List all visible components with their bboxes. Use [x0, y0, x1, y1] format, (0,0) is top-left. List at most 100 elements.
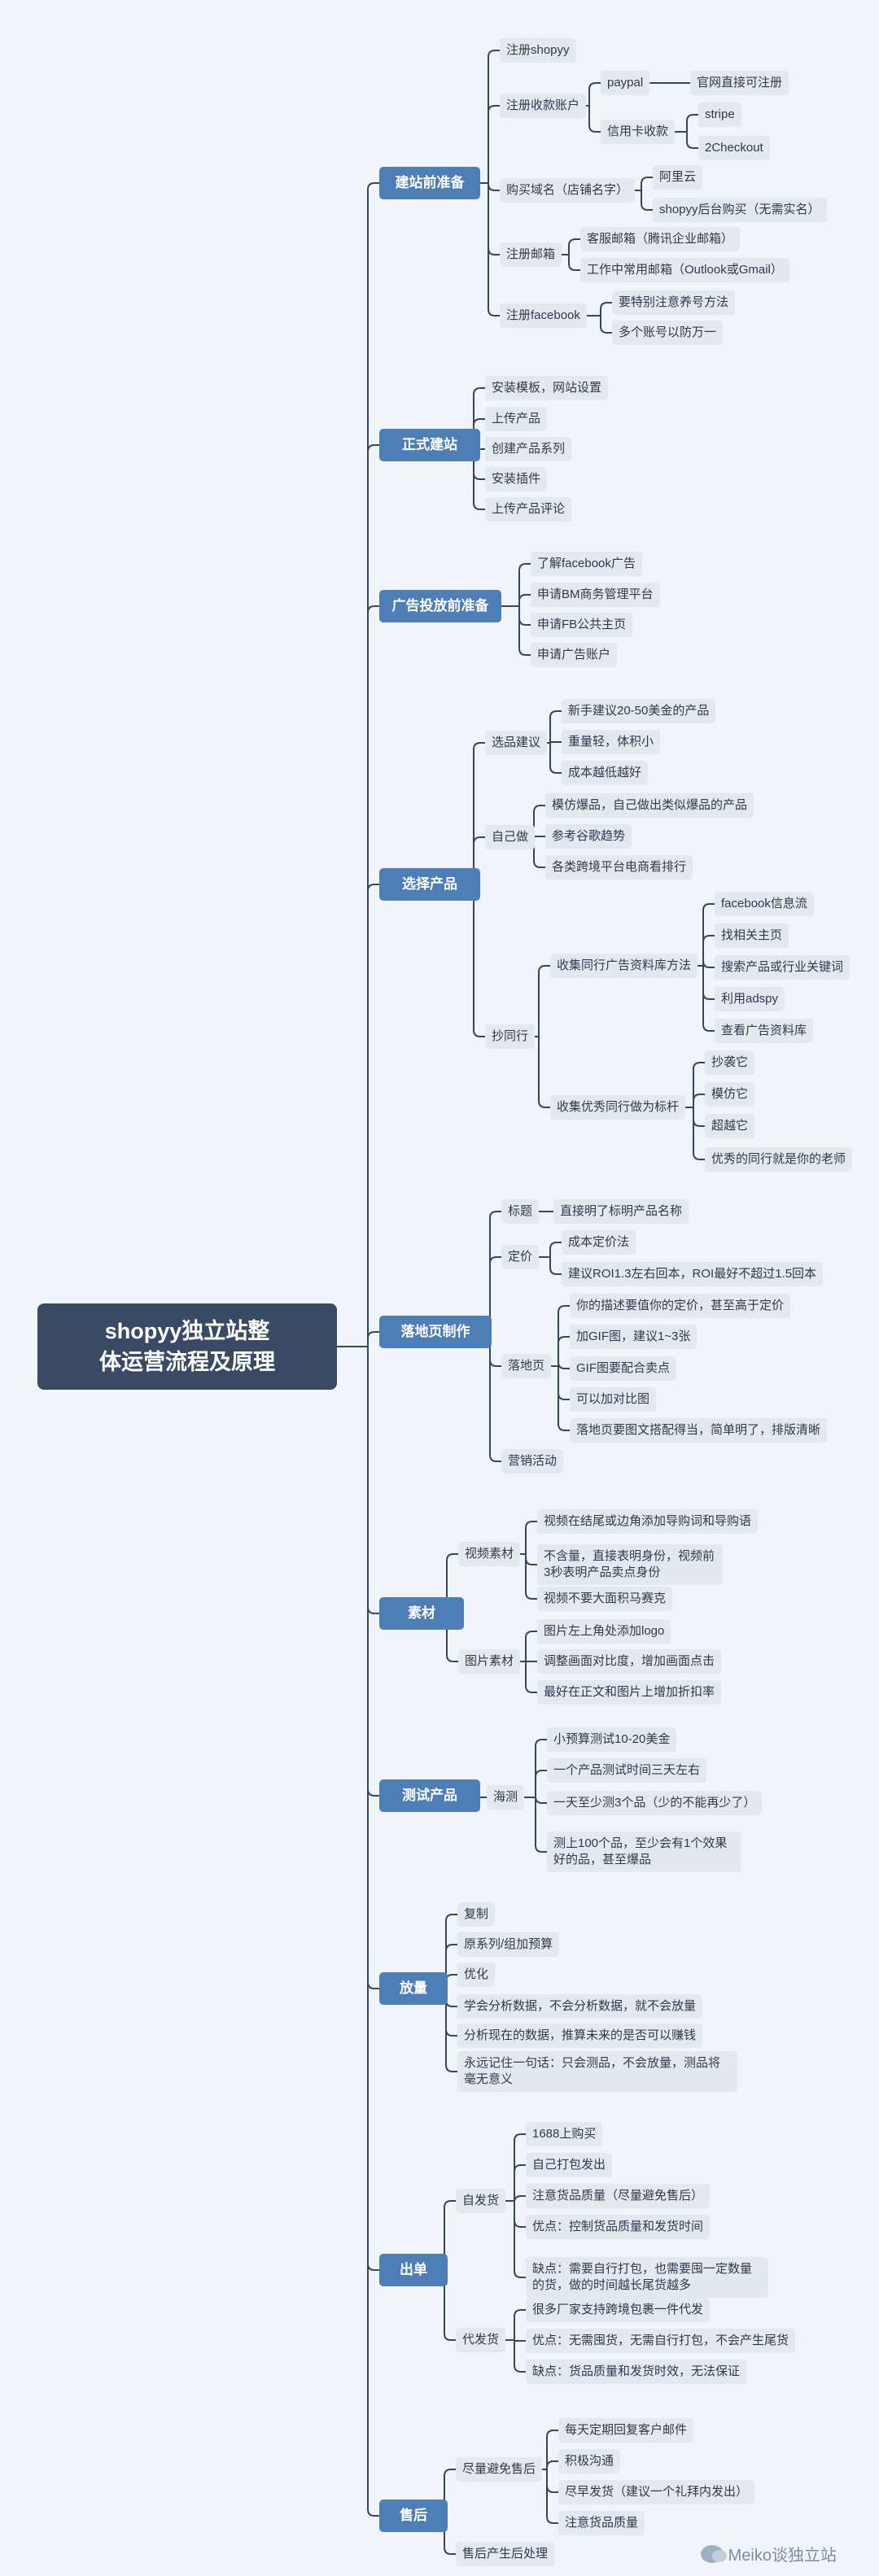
subtopic-6-2-2[interactable]: 调整画面对比度，增加画面点击	[537, 1649, 722, 1674]
section-6[interactable]: 素材	[379, 1597, 464, 1630]
detail-4-3-2-3[interactable]: 超越它	[705, 1114, 755, 1138]
subtopic-1-2-2[interactable]: 信用卡收款	[601, 120, 676, 144]
detail-4-3-2-2[interactable]: 模仿它	[705, 1082, 755, 1107]
topic-9-1[interactable]: 自发货	[456, 2189, 506, 2213]
topic-8-5[interactable]: 分析现在的数据，推算未来的是否可以赚钱	[457, 2024, 703, 2048]
topic-4-1[interactable]: 选品建议	[485, 731, 548, 755]
subtopic-9-1-1[interactable]: 1688上购买	[526, 2122, 603, 2146]
topic-8-1[interactable]: 复制	[457, 1902, 496, 1927]
subtopic-9-2-2[interactable]: 优点：无需囤货，无需自行打包，不会产生尾货	[526, 2329, 796, 2353]
subtopic-9-2-1[interactable]: 很多厂家支持跨境包裹一件代发	[526, 2298, 711, 2322]
topic-2-2[interactable]: 上传产品	[485, 407, 548, 431]
subtopic-1-4-2[interactable]: 工作中常用邮箱（Outlook或Gmail）	[580, 258, 789, 282]
subtopic-9-1-2[interactable]: 自己打包发出	[526, 2153, 613, 2177]
subtopic-1-3-2[interactable]: shopyy后台购买（无需实名）	[653, 198, 827, 222]
topic-2-1[interactable]: 安装模板，网站设置	[485, 376, 609, 400]
subtopic-4-1-3[interactable]: 成本越低越好	[562, 761, 649, 785]
section-5[interactable]: 落地页制作	[379, 1316, 492, 1348]
topic-10-1[interactable]: 尽量避免售后	[456, 2457, 543, 2482]
root-topic[interactable]: shopyy独立站整体运营流程及原理	[37, 1303, 337, 1390]
topic-5-4[interactable]: 营销活动	[501, 1449, 564, 1474]
topic-3-4[interactable]: 申请广告账户	[531, 643, 618, 667]
subtopic-6-1-3[interactable]: 视频不要大面积马赛克	[537, 1587, 673, 1611]
subtopic-9-2-3[interactable]: 缺点：货品质量和发货时效，无法保证	[526, 2360, 747, 2384]
subtopic-5-3-2[interactable]: 加GIF图，建议1~3张	[570, 1325, 698, 1349]
subtopic-4-1-1[interactable]: 新手建议20-50美金的产品	[562, 699, 716, 723]
topic-1-3[interactable]: 购买域名（店铺名字）	[500, 178, 636, 203]
subtopic-4-1-2[interactable]: 重量轻，体积小	[562, 730, 661, 754]
section-3[interactable]: 广告投放前准备	[379, 590, 501, 622]
subtopic-10-1-3[interactable]: 尽早发货（建议一个礼拜内发出）	[558, 2480, 755, 2504]
subtopic-10-1-2[interactable]: 积极沟通	[558, 2449, 621, 2473]
topic-10-2[interactable]: 售后产生后处理	[456, 2542, 555, 2566]
subtopic-1-4-1[interactable]: 客服邮箱（腾讯企业邮箱）	[580, 227, 741, 251]
detail-1-2-2-2[interactable]: 2Checkout	[698, 136, 770, 160]
subtopic-7-1-2[interactable]: 一个产品测试时间三天左右	[547, 1758, 707, 1783]
subtopic-9-1-4[interactable]: 优点：控制货品质量和发货时间	[526, 2215, 711, 2239]
subtopic-10-1-4[interactable]: 注意货品质量	[558, 2511, 645, 2535]
subtopic-9-1-3[interactable]: 注意货品质量（尽量避免售后）	[526, 2184, 711, 2208]
subtopic-4-3-2[interactable]: 收集优秀同行做为标杆	[550, 1095, 686, 1120]
topic-4-3[interactable]: 抄同行	[485, 1024, 536, 1049]
topic-3-1[interactable]: 了解facebook广告	[531, 552, 642, 576]
subtopic-7-1-4[interactable]: 测上100个品，至少会有1个效果好的品，甚至爆品	[547, 1832, 741, 1872]
subtopic-1-2-1[interactable]: paypal	[601, 71, 650, 95]
topic-1-1[interactable]: 注册shopyy	[500, 38, 576, 63]
subtopic-5-2-1[interactable]: 成本定价法	[562, 1230, 636, 1255]
topic-1-4[interactable]: 注册邮箱	[500, 242, 562, 267]
subtopic-4-2-1[interactable]: 模仿爆品，自己做出类似爆品的产品	[545, 793, 754, 818]
subtopic-9-1-5[interactable]: 缺点：需要自行打包，也需要囤一定数量的货，做的时间越长尾货越多	[526, 2257, 768, 2298]
topic-2-5[interactable]: 上传产品评论	[485, 497, 572, 522]
subtopic-5-3-4[interactable]: 可以加对比图	[570, 1387, 657, 1412]
section-10[interactable]: 售后	[379, 2500, 448, 2532]
topic-6-1[interactable]: 视频素材	[458, 1542, 521, 1566]
subtopic-10-1-1[interactable]: 每天定期回复客户邮件	[558, 2418, 694, 2443]
subtopic-5-3-1[interactable]: 你的描述要值你的定价，甚至高于定价	[570, 1294, 791, 1318]
subtopic-1-3-1[interactable]: 阿里云	[653, 165, 703, 190]
subtopic-6-2-3[interactable]: 最好在正文和图片上增加折扣率	[537, 1680, 722, 1705]
detail-4-3-1-4[interactable]: 利用adspy	[715, 987, 785, 1011]
subtopic-1-5-2[interactable]: 多个账号以防万一	[612, 321, 724, 345]
section-9[interactable]: 出单	[379, 2254, 448, 2286]
detail-4-3-1-2[interactable]: 找相关主页	[715, 923, 789, 948]
section-8[interactable]: 放量	[379, 1972, 448, 2005]
subtopic-5-2-2[interactable]: 建议ROI1.3左右回本，ROI最好不超过1.5回本	[562, 1262, 824, 1286]
topic-8-6[interactable]: 永远记住一句话：只会测品，不会放量，测品将毫无意义	[457, 2051, 737, 2092]
topic-7-1[interactable]: 海测	[487, 1785, 525, 1810]
subtopic-4-2-3[interactable]: 各类跨境平台电商看排行	[545, 855, 693, 880]
subtopic-6-2-1[interactable]: 图片左上角处添加logo	[537, 1619, 671, 1644]
topic-1-2[interactable]: 注册收款账户	[500, 94, 587, 118]
topic-5-3[interactable]: 落地页	[501, 1354, 552, 1378]
section-7[interactable]: 测试产品	[379, 1779, 480, 1812]
subtopic-6-1-1[interactable]: 视频在结尾或边角添加导购词和导购语	[537, 1509, 759, 1534]
subtopic-7-1-1[interactable]: 小预算测试10-20美金	[547, 1727, 677, 1752]
section-2[interactable]: 正式建站	[379, 429, 480, 461]
subtopic-7-1-3[interactable]: 一天至少测3个品（少的不能再少了）	[547, 1791, 763, 1815]
topic-5-1[interactable]: 标题	[501, 1199, 540, 1224]
section-1[interactable]: 建站前准备	[379, 167, 480, 199]
topic-9-2[interactable]: 代发货	[456, 2328, 506, 2352]
topic-2-4[interactable]: 安装插件	[485, 467, 548, 491]
topic-8-2[interactable]: 原系列/组加预算	[457, 1932, 560, 1957]
topic-4-2[interactable]: 自己做	[485, 825, 536, 849]
topic-5-2[interactable]: 定价	[501, 1245, 540, 1269]
topic-3-2[interactable]: 申请BM商务管理平台	[531, 583, 660, 607]
topic-8-3[interactable]: 优化	[457, 1963, 496, 1987]
subtopic-5-3-5[interactable]: 落地页要图文搭配得当，简单明了，排版清晰	[570, 1418, 828, 1443]
detail-1-2-2-1[interactable]: stripe	[698, 103, 741, 127]
subtopic-5-3-3[interactable]: GIF图要配合卖点	[570, 1356, 676, 1381]
section-4[interactable]: 选择产品	[379, 868, 480, 901]
topic-8-4[interactable]: 学会分析数据，不会分析数据，就不会放量	[457, 1994, 703, 2019]
topic-2-3[interactable]: 创建产品系列	[485, 437, 572, 461]
subtopic-4-2-2[interactable]: 参考谷歌趋势	[545, 824, 632, 849]
detail-4-3-1-3[interactable]: 搜索产品或行业关键词	[715, 955, 851, 980]
detail-4-3-2-4[interactable]: 优秀的同行就是你的老师	[705, 1147, 853, 1172]
subtopic-1-5-1[interactable]: 要特别注意养号方法	[612, 290, 736, 315]
detail-1-2-1-1[interactable]: 官网直接可注册	[690, 71, 789, 95]
subtopic-4-3-1[interactable]: 收集同行广告资料库方法	[550, 954, 698, 978]
detail-4-3-1-5[interactable]: 查看广告资料库	[715, 1019, 814, 1043]
topic-3-3[interactable]: 申请FB公共主页	[531, 613, 633, 637]
subtopic-5-1-1[interactable]: 直接明了标明产品名称	[553, 1199, 689, 1224]
topic-1-5[interactable]: 注册facebook	[500, 303, 587, 328]
detail-4-3-2-1[interactable]: 抄袭它	[705, 1050, 755, 1075]
